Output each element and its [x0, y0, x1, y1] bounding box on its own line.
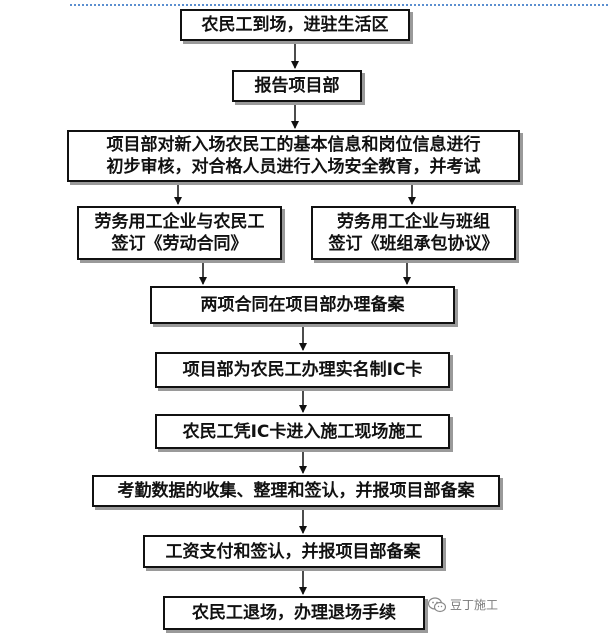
- branch-right-line-2: 签订《班组承包协议》: [328, 234, 499, 254]
- step-enter-site: 农民工凭IC卡进入施工现场施工: [155, 414, 450, 449]
- step-contract-filing: 两项合同在项目部办理备案: [150, 286, 455, 324]
- branch-right-line-1: 劳务用工企业与班组: [337, 212, 490, 232]
- step-arrive: 农民工到场，进驻生活区: [180, 9, 410, 41]
- branch-labor-contract: 劳务用工企业与农民工 签订《劳动合同》: [77, 206, 282, 260]
- step-review-line-1: 项目部对新入场农民工的基本信息和岗位信息进行: [106, 135, 481, 155]
- branch-team-agreement: 劳务用工企业与班组 签订《班组承包协议》: [311, 206, 516, 260]
- top-dotted-rule: [70, 4, 608, 6]
- step-review: 项目部对新入场农民工的基本信息和岗位信息进行 初步审核，对合格人员进行入场安全教…: [67, 130, 520, 182]
- step-report: 报告项目部: [232, 70, 362, 102]
- step-wages: 工资支付和签认，并报项目部备案: [143, 535, 443, 568]
- step-exit: 农民工退场，办理退场手续: [163, 596, 425, 630]
- branch-left-line-2: 签订《劳动合同》: [111, 234, 248, 254]
- step-review-line-2: 初步审核，对合格人员进行入场安全教育，并考试: [106, 157, 481, 177]
- branch-left-line-1: 劳务用工企业与农民工: [94, 212, 265, 232]
- step-attendance: 考勤数据的收集、整理和签认，并报项目部备案: [92, 475, 500, 507]
- watermark-text: 豆丁施工: [450, 598, 499, 612]
- watermark: 豆丁施工: [428, 596, 498, 613]
- step-ic-card: 项目部为农民工办理实名制IC卡: [155, 352, 450, 388]
- wechat-icon: [428, 596, 446, 612]
